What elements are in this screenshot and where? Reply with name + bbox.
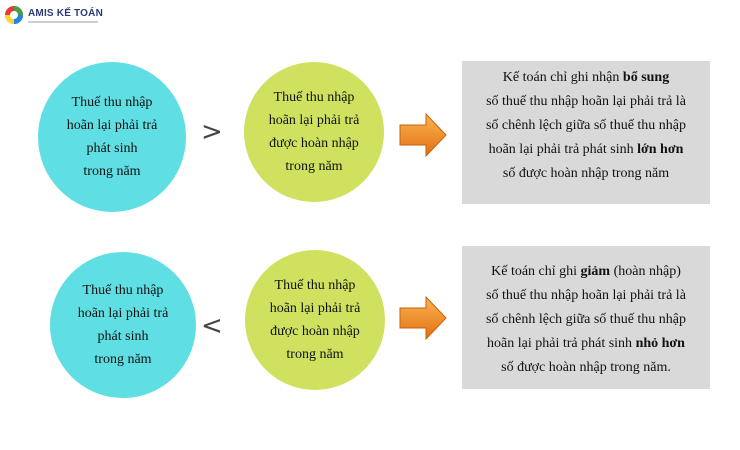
circle-line: được hoàn nhập <box>270 324 360 339</box>
logo-text: AMIS KẾ TOÁN <box>28 8 103 19</box>
circle-line: hoãn lại phải trả <box>269 301 361 316</box>
box-line: số được hoàn nhập trong năm. <box>501 360 671 375</box>
box-line: Kế toán chỉ ghi giảm (hoàn nhập) <box>491 264 681 279</box>
logo-tagline <box>28 21 98 23</box>
box-line: hoãn lại phải trả phát sinh lớn hơn <box>488 142 684 157</box>
box-line: số thuế thu nhập hoãn lại phải trả là <box>486 94 686 109</box>
less-than-sign: < <box>201 311 223 341</box>
circle-line: trong năm <box>94 352 152 367</box>
circle-line: được hoàn nhập <box>269 136 359 151</box>
circle-line: hoãn lại phải trả <box>77 306 169 321</box>
circle-line: trong năm <box>286 347 344 362</box>
box-bold-term: nhỏ hơn <box>635 336 685 351</box>
circle-line: Thuế thu nhập <box>273 90 355 105</box>
circle-deferred-tax-reversed: Thuế thu nhập hoãn lại phải trả được hoà… <box>244 62 384 202</box>
circle-deferred-tax-reversed: Thuế thu nhập hoãn lại phải trả được hoà… <box>245 250 385 390</box>
circle-deferred-tax-arising: Thuế thu nhập hoãn lại phải trả phát sin… <box>38 62 186 212</box>
arrow-right-icon <box>399 295 447 341</box>
box-bold-term: giảm <box>580 264 611 279</box>
circle-line: phát sinh <box>97 329 149 344</box>
circle-line: phát sinh <box>86 141 138 156</box>
box-bold-term: lớn hơn <box>637 142 684 157</box>
box-line: số được hoàn nhập trong năm <box>502 166 670 181</box>
circle-line: Thuế thu nhập <box>82 283 164 298</box>
box-line: số chênh lệch giữa số thuế thu nhập <box>485 118 687 133</box>
result-box-increase: Kế toán chỉ ghi nhận bổ sung số thuế thu… <box>462 61 710 204</box>
greater-than-sign: > <box>201 117 223 147</box>
circle-line: trong năm <box>83 164 141 179</box>
circle-line: hoãn lại phải trả <box>66 118 158 133</box>
box-line: số thuế thu nhập hoãn lại phải trả là <box>486 288 686 303</box>
circle-line: Thuế thu nhập <box>71 95 153 110</box>
circle-line: hoãn lại phải trả <box>268 113 360 128</box>
box-bold-term: bổ sung <box>622 70 670 85</box>
box-line: Kế toán chỉ ghi nhận bổ sung <box>502 70 670 85</box>
circle-line: trong năm <box>285 159 343 174</box>
box-line: số chênh lệch giữa số thuế thu nhập <box>485 312 687 327</box>
circle-deferred-tax-arising: Thuế thu nhập hoãn lại phải trả phát sin… <box>50 252 196 398</box>
box-line: hoãn lại phải trả phát sinh nhỏ hơn <box>487 336 685 351</box>
circle-line: Thuế thu nhập <box>274 278 356 293</box>
result-box-decrease: Kế toán chỉ ghi giảm (hoàn nhập) số thuế… <box>462 246 710 389</box>
amis-logo-icon <box>5 6 23 24</box>
arrow-right-icon <box>399 112 447 158</box>
